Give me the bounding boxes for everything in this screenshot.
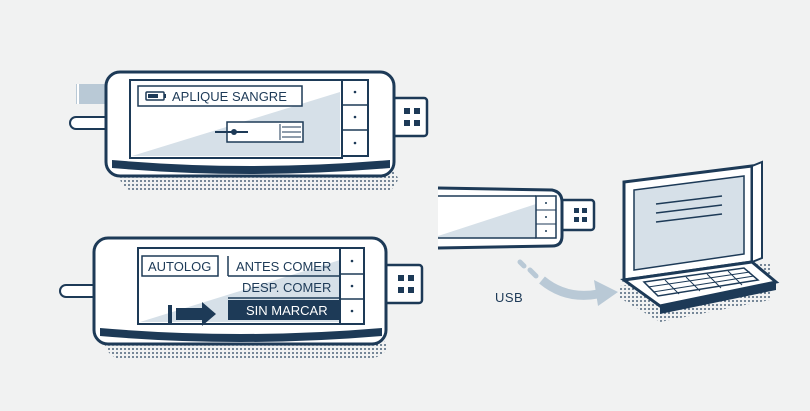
meal-tag-menu: ANTES COMER DESP. COMER SIN MARCAR: [227, 256, 340, 320]
screen-label-text: APLIQUE SANGRE: [172, 89, 287, 104]
screen-line: [655, 213, 723, 223]
laptop-icon: [620, 160, 780, 322]
meter-bottom: AUTOLOG ANTES COMER DESP. COMER SIN MARC…: [59, 236, 424, 358]
menu-item-sin-marcar: SIN MARCAR: [246, 303, 328, 318]
screen-line: [655, 195, 723, 205]
meter-connected-buttons: [535, 195, 557, 239]
selection-arrow-icon: [168, 302, 216, 326]
meter-top-buttons: [341, 79, 369, 157]
screen-label-box: [137, 85, 303, 107]
autolog-box: [141, 255, 219, 277]
meter-top: APLIQUE SANGRE: [69, 70, 429, 192]
meter-bottom-buttons: [339, 247, 365, 325]
menu-item-selected-bg: [228, 300, 340, 320]
screen-line: [655, 204, 723, 214]
autolog-label: AUTOLOG: [148, 259, 211, 274]
usb-plug-bottom: [378, 263, 424, 305]
test-strip-icon: [215, 121, 304, 143]
battery-icon: [145, 91, 166, 101]
usb-transfer-arrow: [517, 259, 618, 306]
meter-connected: [437, 186, 596, 250]
menu-item-antes-comer: ANTES COMER: [236, 259, 331, 274]
usb-label: USB: [495, 290, 523, 305]
menu-item-desp-comer: DESP. COMER: [242, 280, 331, 295]
keyboard: [642, 267, 760, 297]
